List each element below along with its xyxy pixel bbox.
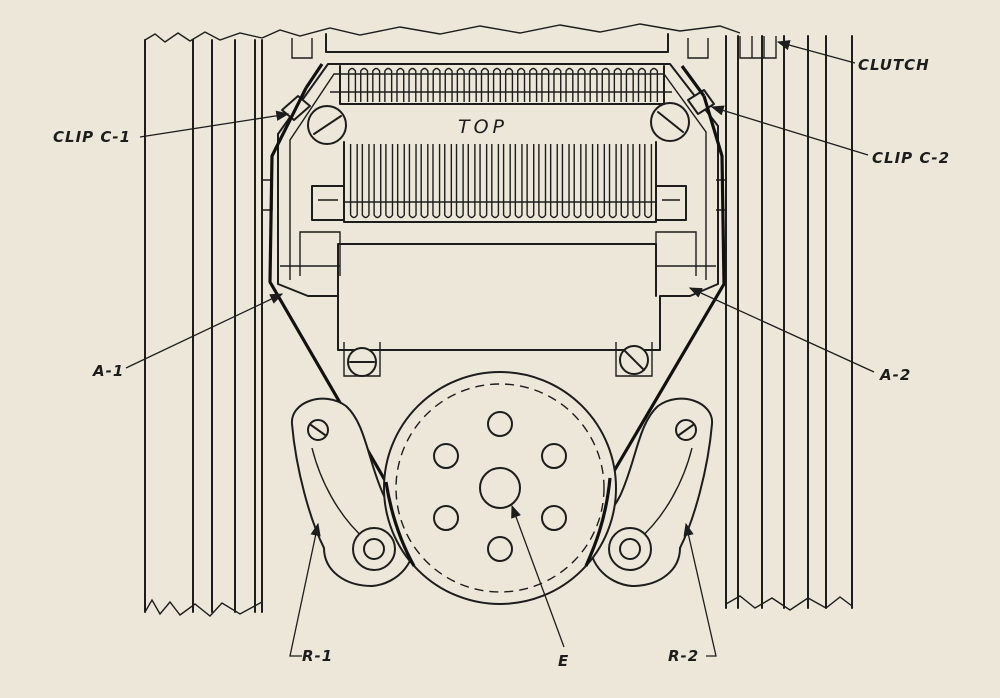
- comb-tooth: [468, 67, 477, 102]
- leader-lines: [125, 40, 875, 657]
- comb-tooth: [456, 67, 465, 102]
- roller-arm-r1: [290, 397, 415, 587]
- comb-tooth: [385, 144, 394, 219]
- comb-tooth: [637, 67, 646, 102]
- comb-tooth: [649, 67, 659, 102]
- comb-tooth: [396, 144, 405, 219]
- comb-tooth: [408, 144, 417, 219]
- comb-tooth: [541, 67, 550, 102]
- comb-tooth: [492, 67, 502, 102]
- comb-tooth: [549, 144, 558, 219]
- side-blocks: [311, 185, 687, 221]
- comb-tooth: [360, 67, 369, 102]
- comb-tooth: [372, 67, 381, 102]
- lower-comb: [343, 141, 657, 223]
- comb-tooth: [608, 144, 617, 219]
- comb-tooth: [561, 144, 570, 219]
- top-torn-edge: [261, 23, 741, 39]
- comb-tooth: [349, 144, 358, 219]
- right-frame-rails: [716, 35, 853, 611]
- comb-tooth: [467, 144, 476, 219]
- tape-path: [268, 63, 726, 483]
- comb-tooth: [396, 67, 405, 102]
- e-label: E: [558, 652, 569, 670]
- comb-tooth: [420, 67, 429, 102]
- comb-tooth: [597, 144, 606, 219]
- comb-tooth: [585, 144, 594, 219]
- comb-tooth: [573, 144, 582, 219]
- left-frame-rails: [144, 31, 273, 617]
- drum-e: [383, 371, 617, 605]
- comb-tooth: [347, 67, 357, 102]
- clip-c1-label: CLIP C-1: [53, 128, 131, 146]
- comb-tooth: [538, 144, 547, 219]
- lower-housing-screws: [343, 342, 653, 377]
- comb-tooth: [589, 67, 598, 102]
- comb-tooth: [620, 144, 629, 219]
- comb-tooth: [577, 67, 586, 102]
- comb-tooth: [625, 67, 634, 102]
- comb-tooth: [526, 144, 535, 219]
- a1-label: A-1: [92, 362, 124, 380]
- comb-tooth: [373, 144, 382, 219]
- upper-comb: [330, 65, 672, 105]
- comb-tooth: [553, 67, 562, 102]
- top-label: TOP: [458, 116, 508, 138]
- carriage-housing: [277, 63, 719, 351]
- comb-tooth: [408, 67, 417, 102]
- comb-tooth: [444, 67, 453, 102]
- comb-tooth: [361, 144, 370, 219]
- comb-tooth: [529, 67, 538, 102]
- comb-tooth: [613, 67, 622, 102]
- comb-tooth: [491, 144, 500, 219]
- comb-tooth: [432, 144, 441, 219]
- comb-tooth: [502, 144, 511, 219]
- clutch-label: CLUTCH: [858, 56, 930, 74]
- a2-label: A-2: [879, 366, 911, 384]
- comb-tooth: [480, 67, 489, 102]
- comb-tooth: [632, 144, 641, 219]
- r1-label: R-1: [302, 647, 333, 665]
- comb-tooth: [479, 144, 488, 219]
- comb-tooth: [420, 144, 429, 219]
- comb-tooth: [601, 67, 610, 102]
- comb-tooth: [517, 67, 526, 102]
- comb-tooth: [504, 67, 514, 102]
- comb-tooth: [565, 67, 574, 102]
- top-bar: [291, 33, 709, 59]
- comb-tooth: [384, 67, 393, 102]
- comb-tooth: [644, 144, 653, 219]
- comb-tooth: [444, 144, 453, 219]
- comb-tooth: [455, 144, 464, 219]
- clip-c2-screw: [650, 89, 715, 142]
- roller-arm-r2: [589, 397, 714, 587]
- r2-label: R-2: [668, 647, 699, 665]
- comb-tooth: [514, 144, 523, 219]
- clip-c2-label: CLIP C-2: [872, 149, 950, 167]
- comb-tooth: [432, 67, 441, 102]
